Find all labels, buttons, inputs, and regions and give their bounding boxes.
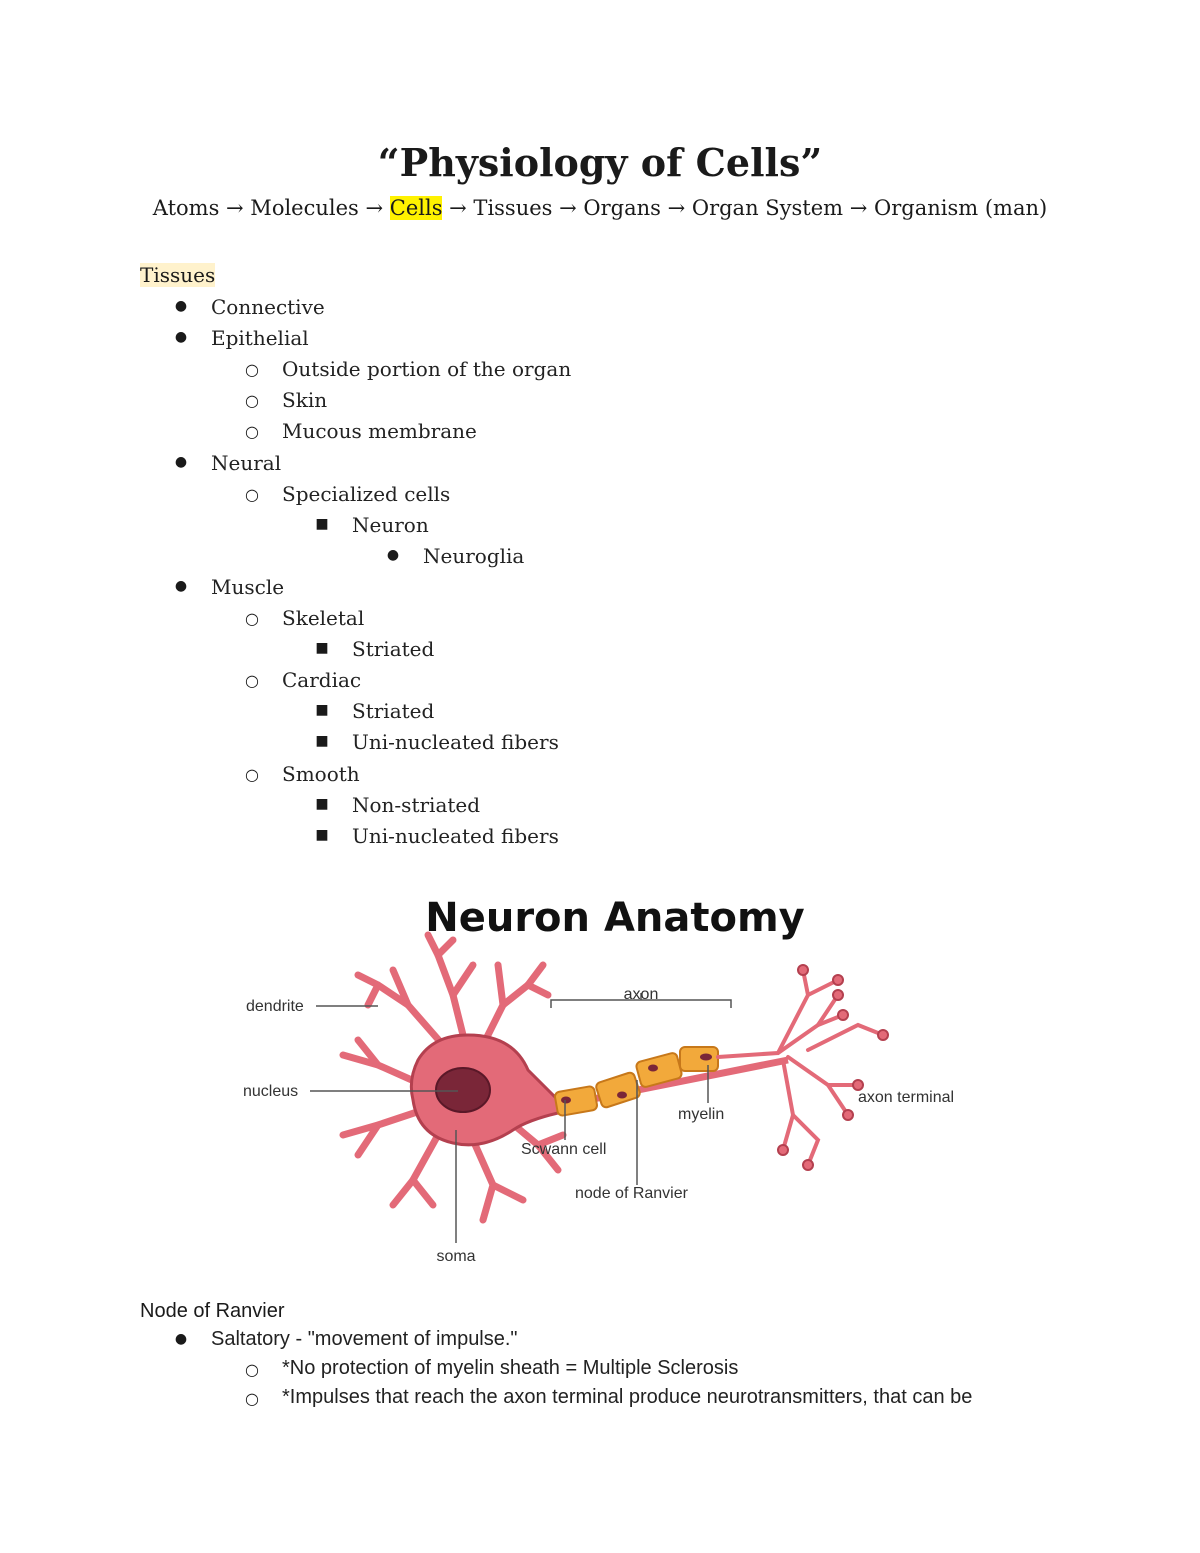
list-item: Skin bbox=[282, 388, 328, 413]
bullet-level-3: ■ bbox=[315, 733, 329, 750]
chain-before: Atoms → Molecules → bbox=[152, 196, 390, 220]
bullet-level-3: ■ bbox=[315, 826, 329, 843]
bullet-level-2: ○ bbox=[245, 360, 259, 380]
label-axon: axon bbox=[624, 986, 659, 1003]
list-item: Uni-nucleated fibers bbox=[352, 823, 559, 848]
chain-highlight-cells: Cells bbox=[389, 196, 443, 220]
list-item: Outside portion of the organ bbox=[282, 357, 572, 382]
bullet-level-1: ● bbox=[174, 298, 188, 314]
list-item: Saltatory - "movement of impulse." bbox=[211, 1328, 518, 1350]
label-schwann-cell: Scwann cell bbox=[521, 1141, 606, 1158]
list-item: Smooth bbox=[282, 761, 360, 786]
neuron-diagram: Neuron Anatomy bbox=[243, 895, 954, 1265]
node-of-ranvier-heading: Node of Ranvier bbox=[140, 1300, 285, 1322]
bullet-level-1: ● bbox=[174, 453, 188, 470]
bullet-level-3: ■ bbox=[315, 702, 329, 719]
hierarchy-chain: Atoms → Molecules → Cells → Tissues → Or… bbox=[0, 196, 1200, 220]
bullet-level-1: ● bbox=[174, 329, 188, 346]
list-item: *Impulses that reach the axon terminal p… bbox=[282, 1386, 973, 1408]
label-axon-terminal: axon terminal bbox=[858, 1089, 954, 1106]
list-item: Striated bbox=[352, 699, 435, 724]
list-item: Striated bbox=[352, 637, 435, 662]
bullet-level-2: ○ bbox=[245, 1360, 259, 1379]
label-soma: soma bbox=[436, 1248, 475, 1265]
list-item: Mucous membrane bbox=[282, 419, 477, 444]
list-item: Neuron bbox=[352, 512, 429, 537]
list-item: Epithelial bbox=[211, 326, 309, 351]
bullet-level-1: ● bbox=[174, 1331, 188, 1347]
axon-terminal-knobs bbox=[777, 964, 889, 1171]
tissues-heading-text: Tissues bbox=[140, 263, 216, 287]
list-item: Non-striated bbox=[352, 792, 481, 817]
label-node-of-ranvier: node of Ranvier bbox=[575, 1185, 689, 1202]
list-item: Muscle bbox=[211, 574, 285, 599]
label-nucleus: nucleus bbox=[243, 1083, 298, 1100]
bullet-level-2: ○ bbox=[245, 1389, 259, 1408]
bullet-level-2: ○ bbox=[245, 764, 259, 784]
bullet-level-2: ○ bbox=[245, 422, 259, 442]
bullet-level-2: ○ bbox=[245, 484, 259, 504]
leader-lines bbox=[310, 993, 732, 1243]
label-myelin: myelin bbox=[678, 1106, 724, 1123]
bullet-level-1: ● bbox=[174, 577, 188, 594]
myelin-segments bbox=[554, 1046, 719, 1117]
label-dendrite: dendrite bbox=[246, 998, 304, 1015]
list-item: Neural bbox=[211, 450, 282, 475]
bullet-level-3: ■ bbox=[315, 640, 329, 657]
bullet-level-4: ● bbox=[386, 546, 400, 563]
bullet-level-2: ○ bbox=[245, 609, 259, 628]
list-item: Connective bbox=[211, 295, 325, 319]
document-title: “Physiology of Cells” bbox=[377, 140, 823, 185]
nucleus-shape bbox=[435, 1067, 491, 1113]
chain-after: → Tissues → Organs → Organ System → Orga… bbox=[442, 196, 1048, 220]
list-item: *No protection of myelin sheath = Multip… bbox=[282, 1357, 739, 1379]
list-item: Specialized cells bbox=[282, 481, 451, 506]
bullet-level-2: ○ bbox=[245, 391, 259, 411]
list-item: Skeletal bbox=[282, 606, 365, 630]
list-item: Cardiac bbox=[282, 668, 362, 693]
list-item: Uni-nucleated fibers bbox=[352, 730, 559, 755]
bullet-level-3: ■ bbox=[315, 515, 329, 532]
figure-title: Neuron Anatomy bbox=[425, 895, 804, 941]
tissues-heading: Tissues bbox=[140, 263, 216, 287]
bullet-level-2: ○ bbox=[245, 671, 259, 691]
bullet-level-3: ■ bbox=[315, 795, 329, 812]
neuron-anatomy-figure: Neuron Anatomy bbox=[228, 885, 970, 1270]
list-item: Neuroglia bbox=[423, 543, 525, 568]
